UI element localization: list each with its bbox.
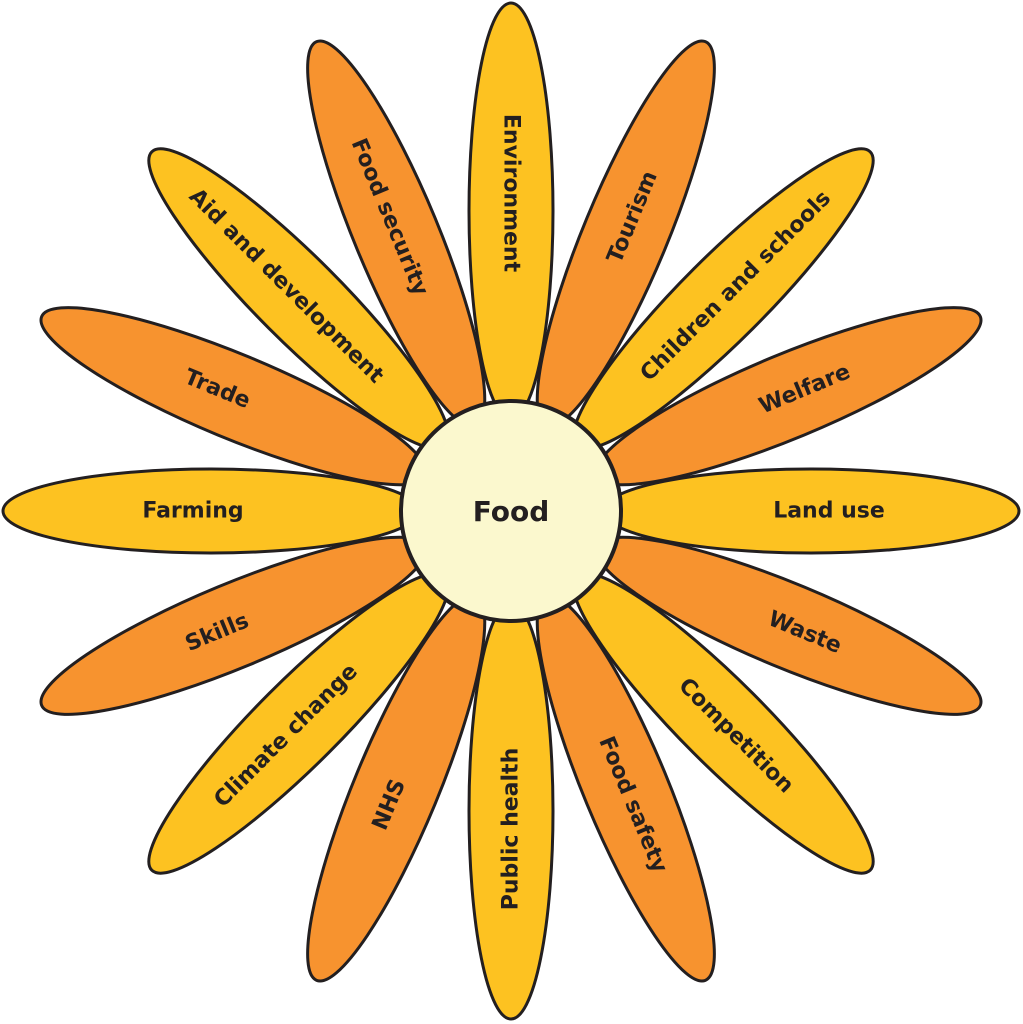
petal-welfare: Welfare [593,306,983,487]
petal-public-health: Public health [467,601,555,1021]
petal-label: Farming [142,499,243,524]
center-label: Food [473,495,550,528]
center-disc: Food [399,399,623,623]
petal-food-safety: Food safety [535,593,716,983]
petal-land-use: Land use [601,467,1021,555]
center-circle [399,399,623,623]
petal-nhs: NHS [306,593,487,983]
petal-farming: Farming [1,467,421,555]
petal-label: Environment [499,114,524,273]
petal-environment: Environment [467,1,555,421]
petal-tourism: Tourism [535,39,716,429]
petal-label: Land use [773,499,885,524]
petal-waste: Waste [593,535,983,716]
petal-label: Public health [499,748,524,910]
